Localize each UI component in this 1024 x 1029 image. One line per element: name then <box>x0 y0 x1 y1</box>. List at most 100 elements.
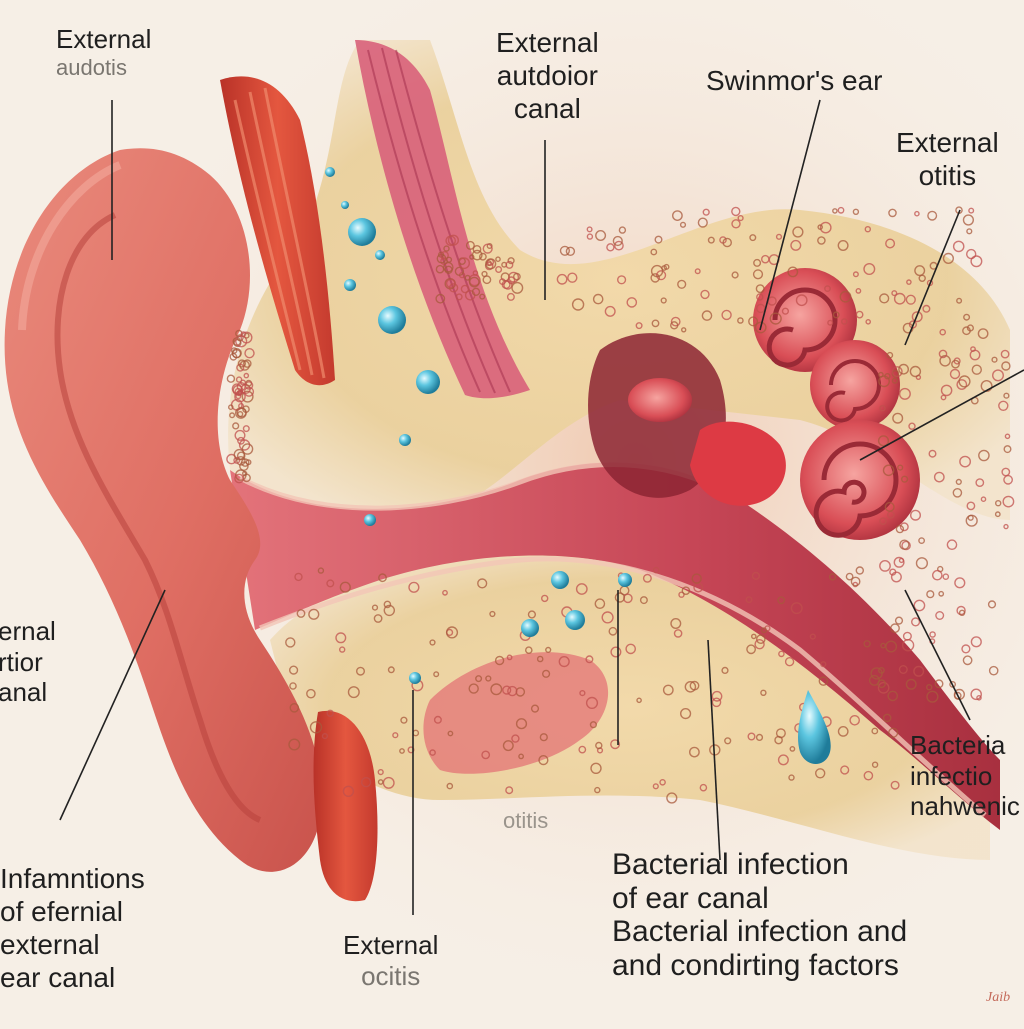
tissue-cell <box>464 274 471 281</box>
label-line: infectio <box>910 760 993 791</box>
tissue-cell <box>890 780 900 790</box>
tissue-cell <box>673 629 683 638</box>
tissue-cell <box>855 287 862 294</box>
tissue-cell <box>958 375 971 388</box>
tissue-cells <box>226 206 1015 804</box>
tissue-cell <box>711 697 722 708</box>
tissue-cell <box>935 611 945 621</box>
tissue-cell <box>819 221 832 234</box>
tissue-cell <box>817 224 824 230</box>
tissue-cell <box>898 557 905 564</box>
tissue-cell <box>977 328 989 339</box>
tissue-cell <box>518 753 524 760</box>
tissue-cell <box>951 359 960 369</box>
tissue-cell <box>234 473 245 484</box>
tissue-cell <box>832 311 840 319</box>
tissue-cell <box>775 233 783 240</box>
teardrop <box>797 690 831 764</box>
tissue-cell <box>679 221 687 228</box>
tissue-cell <box>460 284 470 294</box>
tissue-cell <box>635 322 643 330</box>
tissue-cell <box>650 248 658 256</box>
tissue-cell <box>229 352 238 361</box>
tissue-cell <box>233 456 241 464</box>
tissue-cell <box>399 748 405 754</box>
tissue-cell <box>840 765 850 775</box>
tissue-cell <box>527 610 537 619</box>
canal-wall-lower <box>259 556 987 817</box>
label-otitis-faint: otitis <box>503 808 548 834</box>
tissue-cell <box>507 276 516 285</box>
tissue-cell <box>339 581 351 593</box>
tissue-cell <box>342 785 355 797</box>
tissue-cell <box>711 690 723 702</box>
tissue-cell <box>809 633 816 640</box>
tissue-cell <box>513 272 521 281</box>
tissue-cell <box>701 310 713 321</box>
tissue-cell <box>502 740 514 752</box>
tissue-cell <box>818 676 829 686</box>
tissue-cell <box>289 682 297 690</box>
tissue-cell <box>373 614 383 623</box>
tissue-cell <box>886 351 894 359</box>
tissue-cell <box>377 779 384 785</box>
tissue-cell <box>746 644 756 655</box>
auricle-helix-highlight <box>18 161 122 331</box>
tissue-cell <box>837 239 849 251</box>
label-line: audotis <box>56 54 127 80</box>
tissue-cell <box>914 265 926 277</box>
tissue-cell <box>506 654 513 661</box>
tissue-cell <box>448 283 459 293</box>
tissue-cell <box>962 214 975 226</box>
tissue-cell <box>913 665 925 677</box>
tissue-cell <box>681 586 691 596</box>
tissue-cell <box>777 754 789 766</box>
tissue-cell <box>828 573 837 581</box>
tissue-cell <box>890 623 900 634</box>
label-line: autdoior <box>496 60 598 92</box>
tissue-cell <box>955 478 962 486</box>
tissue-cell <box>932 569 943 581</box>
tissue-cell <box>755 733 764 742</box>
tissue-cell <box>618 226 627 234</box>
tissue-cell <box>700 289 710 300</box>
tissue-cell <box>440 250 449 260</box>
tissue-cell <box>317 567 325 574</box>
tissue-cell <box>908 320 918 329</box>
label-line: Bacterial infection <box>612 848 849 881</box>
tissue-cell <box>235 376 243 383</box>
tissue-cell <box>987 600 997 609</box>
tissue-cell <box>1002 495 1015 508</box>
tissue-cell <box>988 665 999 676</box>
tissue-cell <box>899 522 909 532</box>
tissue-cell <box>702 208 710 216</box>
tissue-cell <box>963 313 971 321</box>
tissue-cell <box>239 461 249 472</box>
tissue-cell <box>827 319 834 326</box>
tissue-cell <box>751 571 761 581</box>
tissue-cell <box>536 655 544 663</box>
tissue-cell <box>378 573 387 583</box>
tissue-cell <box>472 244 482 254</box>
tissue-cell <box>942 252 955 265</box>
tissue-cell <box>892 412 904 424</box>
tissue-cell <box>308 608 320 620</box>
tissue-cell <box>377 768 384 776</box>
tissue-cell <box>880 642 886 649</box>
tissue-cell <box>505 786 514 795</box>
tissue-cell <box>662 684 674 696</box>
tissue-cell <box>689 680 700 691</box>
fluid-droplet <box>521 619 539 637</box>
tissue-cell <box>655 270 667 281</box>
tissue-cell <box>241 443 254 455</box>
tissue-cell <box>994 511 1001 518</box>
auricle <box>4 148 322 872</box>
tissue-cell <box>815 768 826 779</box>
tissue-cell <box>458 257 470 270</box>
tissue-cell <box>407 746 415 754</box>
tissue-cell <box>642 573 652 583</box>
ear-canal <box>230 462 1000 830</box>
tissue-cell <box>443 245 450 252</box>
tissue-cell <box>731 271 739 279</box>
